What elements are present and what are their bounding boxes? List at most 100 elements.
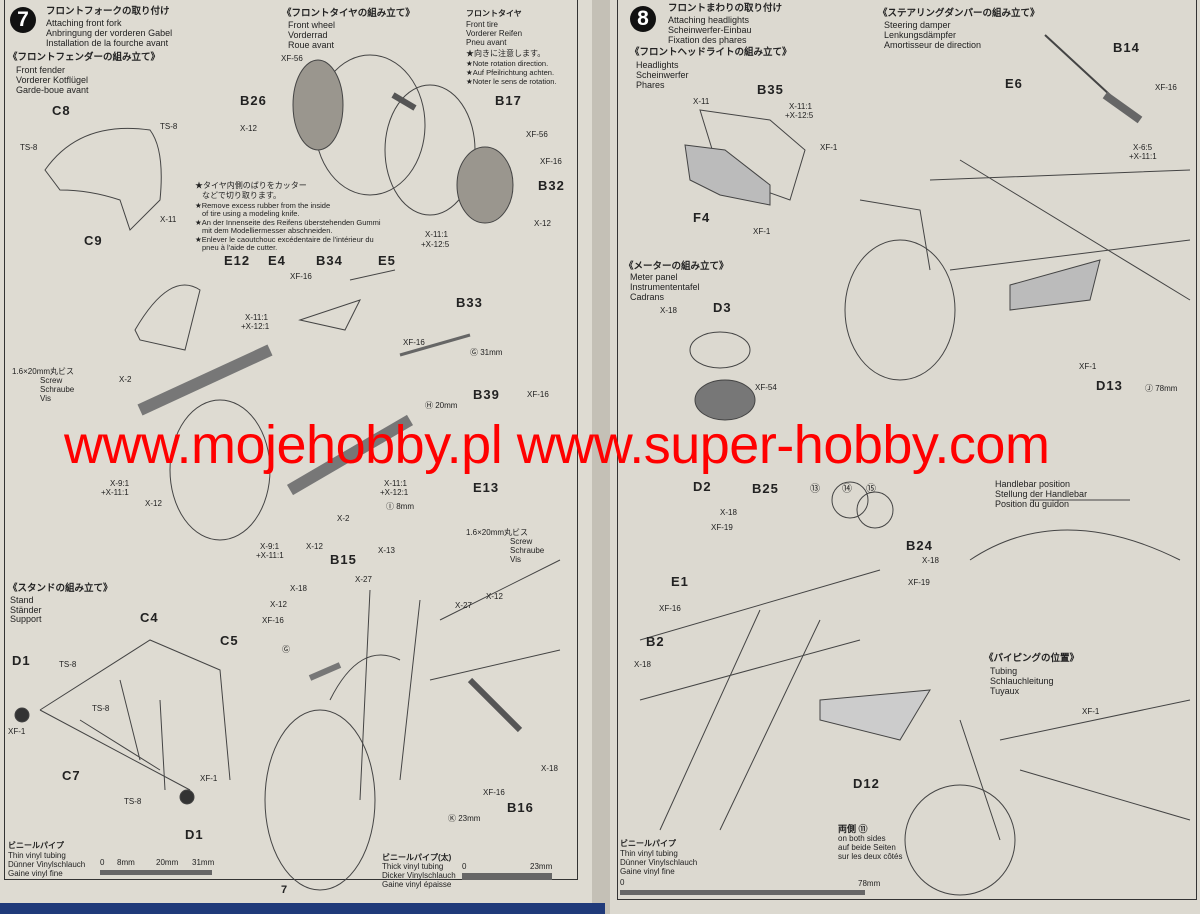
- wheel-en: Front wheel: [288, 20, 336, 30]
- both-sides-en: on both sides: [838, 834, 886, 843]
- rubber-note-en2: of tire using a modeling knife.: [202, 209, 300, 218]
- paint-x18: X-18: [922, 556, 939, 565]
- upper-fender: [134, 284, 201, 351]
- step-7-title-en: Attaching front fork: [46, 18, 122, 28]
- decal-14: ⑭: [842, 484, 852, 495]
- paint-x18: X-18: [660, 306, 677, 315]
- part-e1: E1: [671, 574, 689, 589]
- motorcycle-frame-left: [329, 559, 561, 801]
- meter-d3: [689, 331, 751, 369]
- paint-xf1: XF-1: [820, 143, 838, 152]
- thin-tubing-ja: ビニールパイプ: [620, 839, 676, 848]
- stand-de: Ständer: [10, 605, 42, 615]
- paint-x12: X-12: [145, 499, 162, 508]
- part-c8: C8: [52, 103, 71, 118]
- decal-13: ⑬: [810, 484, 820, 495]
- tube-k-length: Ⓚ 23mm: [448, 814, 481, 823]
- thick-tubing-scale-bar: [462, 873, 552, 880]
- paint-mix: X-11:1: [384, 479, 407, 488]
- screw-de: Schraube: [40, 385, 75, 394]
- part-e5: E5: [378, 253, 396, 268]
- meter-fr: Cadrans: [630, 292, 665, 302]
- tube-g: [399, 333, 471, 357]
- rubber-note-fr1: ★Enlever le caoutchouc excédentaire de l…: [195, 235, 374, 244]
- paint-xf54: XF-54: [755, 383, 777, 392]
- thin-tubing-fr: Gaine vinyl fine: [620, 867, 675, 876]
- part-e6: E6: [1005, 76, 1023, 91]
- screw-en: Screw: [40, 376, 63, 385]
- tube-g-marker: Ⓖ: [282, 645, 290, 654]
- meter-assembled: [831, 481, 869, 519]
- paint-xf16: XF-16: [659, 604, 681, 613]
- paint-mix: X-9:1: [110, 479, 130, 488]
- paint-mix: +X-11:1: [1129, 152, 1157, 161]
- fork-tube-left: [137, 344, 273, 416]
- fender-drawing: [44, 127, 162, 231]
- paint-mix: X-11:1: [425, 230, 448, 239]
- wheel-de: Vorderrad: [288, 30, 328, 40]
- headlights-de: Scheinwerfer: [636, 70, 689, 80]
- handlebar-de: Stellung der Handlebar: [995, 489, 1088, 499]
- piping-heading-ja: 《パイピングの位置》: [984, 653, 1080, 664]
- tube-i-length: Ⓘ 8mm: [386, 502, 414, 511]
- paint-mix: +X-12:1: [241, 322, 270, 331]
- rubber-note-ja1: ★タイヤ内側のばりをカッター: [195, 181, 307, 190]
- tube-h-length: Ⓗ 20mm: [425, 401, 458, 410]
- scale-tick: 20mm: [156, 858, 179, 867]
- paint-x11: X-11: [693, 97, 710, 106]
- tube-j-length: Ⓙ 78mm: [1145, 384, 1178, 393]
- bottom-strip: [0, 903, 605, 914]
- thin-tubing-scale-bar: [100, 870, 212, 875]
- screw-en: Screw: [510, 537, 533, 546]
- step-8-title-en: Attaching headlights: [668, 15, 750, 25]
- part-d3: D3: [713, 300, 732, 315]
- part-d13: D13: [1096, 378, 1123, 393]
- thin-tubing-en: Thin vinyl tubing: [8, 851, 66, 860]
- paint-mix: +X-11:1: [101, 488, 129, 497]
- paint-ts8: TS-8: [20, 143, 38, 152]
- part-b14: B14: [1113, 40, 1140, 55]
- piping-frame: [959, 699, 1191, 841]
- rubber-note-de2: mit dem Modelliermesser abschneiden.: [202, 226, 333, 235]
- headlights-en: Headlights: [636, 60, 679, 70]
- tire-en: Front tire: [466, 20, 499, 29]
- motorcycle-front-wheel: [264, 709, 376, 891]
- part-e4: E4: [268, 253, 286, 268]
- part-b33: B33: [456, 295, 483, 310]
- part-b32: B32: [538, 178, 565, 193]
- headlights-fr: Phares: [636, 80, 665, 90]
- scale-tick: 78mm: [858, 879, 881, 888]
- damper-en: Steering damper: [884, 20, 951, 30]
- meter-en: Meter panel: [630, 272, 678, 282]
- paint-ts8: TS-8: [92, 704, 110, 713]
- screw-de: Schraube: [510, 546, 545, 555]
- paint-mix: +X-11:1: [256, 551, 284, 560]
- damper-rod-e6: [1044, 34, 1111, 96]
- scale-tick: 31mm: [192, 858, 215, 867]
- paint-xf16: XF-16: [290, 272, 312, 281]
- part-b15: B15: [330, 552, 357, 567]
- both-sides-ja: 両側 ⑪: [838, 824, 868, 834]
- damper-heading-ja: 《ステアリングダンパーの組み立て》: [878, 8, 1040, 19]
- stand-drawing: [39, 639, 231, 791]
- part-b34: B34: [316, 253, 343, 268]
- paint-mix: X-6:5: [1133, 143, 1153, 152]
- paint-x12: X-12: [270, 600, 287, 609]
- piping-en: Tubing: [990, 666, 1018, 676]
- thin-tubing-ja: ビニールパイプ: [8, 841, 64, 850]
- triple-clamp: [298, 269, 396, 331]
- tire-de: Vorderer Reifen: [466, 29, 523, 38]
- tire-note-fr: ★Noter le sens de rotation.: [466, 77, 557, 86]
- wheel-heading-ja: 《フロントタイヤの組み立て》: [282, 8, 415, 19]
- disc-b26: [292, 59, 344, 151]
- stand-fr: Support: [10, 614, 42, 624]
- rotation-arrow: [391, 92, 417, 111]
- step-7-title-ja: フロントフォークの取り付け: [46, 6, 170, 17]
- stand-en: Stand: [10, 595, 34, 605]
- fork-tube-right: [286, 414, 414, 496]
- paint-x12: X-12: [306, 542, 323, 551]
- step-7-badge: 7: [10, 7, 36, 33]
- both-sides-fr: sur les deux côtés: [838, 852, 903, 861]
- fairing-d12: [819, 689, 931, 741]
- paint-xf16: XF-16: [527, 390, 549, 399]
